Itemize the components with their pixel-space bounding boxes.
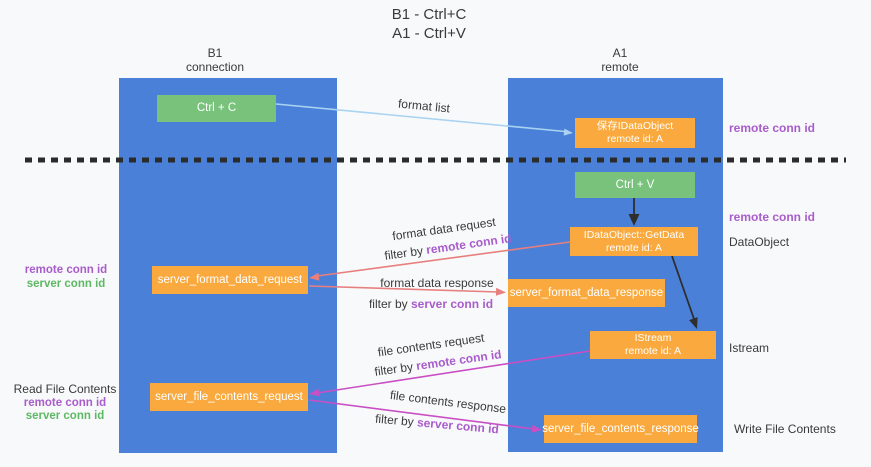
label-file-contents-response: file contents response: [389, 387, 507, 417]
lifeline-b1-role: connection: [185, 60, 245, 74]
node-file-response-label: server_file_contents_response: [542, 422, 699, 435]
format-data-response-arrowhead-icon: [495, 287, 506, 296]
filter-by-text: filter by: [368, 297, 411, 311]
label-filter-server-conn-id-format: filter by server conn id: [369, 297, 493, 311]
node-format-response-label: server_format_data_response: [509, 286, 664, 299]
node-ctrl-v: Ctrl + V: [575, 172, 695, 198]
format-left-server-conn-id: server conn id: [26, 277, 106, 290]
node-server-file-contents-request: server_file_contents_request: [150, 383, 308, 411]
node-save-dataobject-line2: remote id: A: [606, 133, 664, 145]
remote-conn-id-label-mid: remote conn id: [729, 210, 816, 224]
filter-by-text: filter by: [374, 411, 418, 430]
label-format-data-response: format data response: [380, 276, 494, 290]
node-getdata-line2: remote id: A: [605, 241, 663, 254]
lifeline-a1-role: remote: [601, 60, 639, 74]
node-save-dataobject-line1: 保存IDataObject: [596, 120, 674, 132]
node-istream: IStream remote id: A: [590, 331, 716, 359]
remote-conn-id-label-top: remote conn id: [729, 121, 816, 135]
node-istream-line2: remote id: A: [624, 345, 682, 357]
read-file-contents-label: Read File Contents: [13, 382, 117, 396]
filter-by-text: filter by: [373, 359, 418, 379]
lifeline-header-a1: A1 remote: [558, 46, 682, 74]
format-left-remote-conn-id: remote conn id: [24, 264, 108, 276]
node-server-file-contents-response: server_file_contents_response: [542, 415, 699, 443]
server-conn-id-text: server conn id: [410, 297, 494, 311]
node-ctrl-c-label: Ctrl + C: [196, 102, 237, 114]
lifeline-header-b1: B1 connection: [153, 46, 277, 74]
dataobject-label: DataObject: [729, 235, 790, 249]
istream-label: Istream: [729, 341, 770, 355]
write-file-contents-label: Write File Contents: [734, 422, 836, 436]
node-format-request-label: server_format_data_request: [157, 273, 303, 286]
format-section-left-labels: remote conn id server conn id: [14, 264, 118, 291]
file-left-server-conn-id: server conn id: [25, 410, 105, 422]
title-line-1: B1 - Ctrl+C: [391, 6, 467, 23]
node-save-dataobject: 保存IDataObject remote id: A: [575, 118, 695, 148]
diagram-title: B1 - Ctrl+C A1 - Ctrl+V: [254, 5, 604, 43]
node-istream-line1: IStream: [634, 332, 672, 344]
title-line-2: A1 - Ctrl+V: [392, 25, 466, 42]
label-format-list: format list: [397, 96, 451, 116]
file-left-remote-conn-id: remote conn id: [23, 396, 107, 409]
filter-by-text: filter by: [383, 243, 428, 263]
node-file-request-label: server_file_contents_request: [155, 390, 303, 403]
node-getdata-line1: IDataObject::GetData: [583, 228, 685, 241]
node-ctrl-v-label: Ctrl + V: [615, 178, 655, 191]
lifeline-b1-name: B1: [207, 46, 223, 60]
server-conn-id-text: server conn id: [416, 415, 500, 437]
node-ctrl-c: Ctrl + C: [157, 95, 276, 122]
node-idataobject-getdata: IDataObject::GetData remote id: A: [570, 227, 698, 256]
label-filter-server-conn-id-file: filter by server conn id: [375, 412, 500, 437]
lifeline-a1-name: A1: [612, 46, 628, 60]
node-server-format-data-response: server_format_data_response: [508, 279, 665, 307]
file-section-left-labels: Read File Contents remote conn id server…: [10, 382, 120, 424]
node-server-format-data-request: server_format_data_request: [152, 266, 308, 294]
